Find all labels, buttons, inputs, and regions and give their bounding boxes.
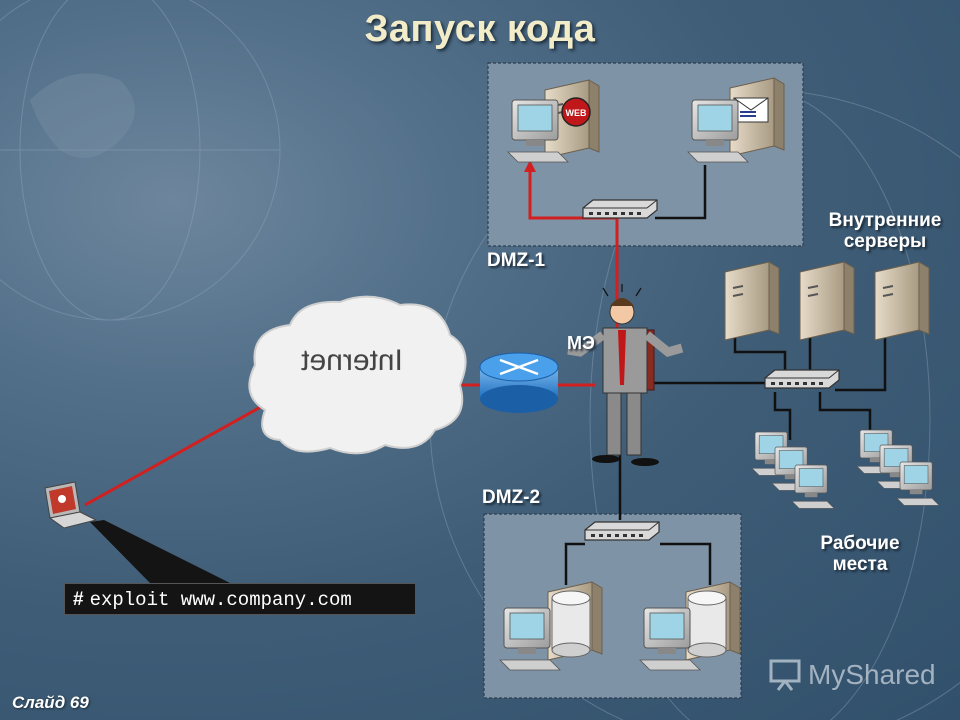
command-callout: #exploit www.company.com xyxy=(64,583,416,615)
workstations-label-line1: Рабочие xyxy=(820,533,900,554)
router-icon xyxy=(479,352,559,413)
web-badge-text: WEB xyxy=(566,108,587,118)
callout-pointer xyxy=(90,520,230,583)
slide-number: Слайд 69 xyxy=(12,693,89,712)
dmz1-label: DMZ-1 xyxy=(487,250,546,271)
presentation-icon xyxy=(769,659,801,691)
workstation-group-1 xyxy=(751,431,835,509)
dmz1-switch xyxy=(582,199,658,219)
internal-servers-label-line1: Внутренние xyxy=(828,210,942,231)
internal-server-2 xyxy=(799,261,855,341)
internal-switch xyxy=(764,369,840,389)
internet-cloud xyxy=(248,295,467,455)
internal-server-3 xyxy=(874,261,930,341)
web-badge-icon xyxy=(561,97,591,127)
dmz2-label: DMZ-2 xyxy=(482,487,541,508)
watermark-text: MyShared xyxy=(808,659,936,690)
mail-envelope-icon xyxy=(733,97,769,123)
internal-servers-label: Внутренние серверы xyxy=(805,210,960,252)
continent-shape xyxy=(30,73,135,158)
attacker-laptop xyxy=(44,481,98,529)
slide-title: Запуск кода xyxy=(364,8,596,50)
cloud-label: Internet xyxy=(300,344,402,377)
confused-admin-figure xyxy=(567,284,684,466)
workstations-label: Рабочие места xyxy=(800,533,920,575)
workstations-label-line2: места xyxy=(832,554,888,575)
command-text: exploit www.company.com xyxy=(89,589,352,611)
dmz2-switch xyxy=(584,521,660,541)
internal-server-1 xyxy=(724,261,780,341)
command-prompt: # xyxy=(73,589,84,610)
firewall-label-partial: МЭ xyxy=(567,333,595,353)
internal-servers-label-line2: серверы xyxy=(843,231,927,252)
watermark: MyShared xyxy=(768,655,936,695)
workstation-group-2 xyxy=(856,429,940,506)
